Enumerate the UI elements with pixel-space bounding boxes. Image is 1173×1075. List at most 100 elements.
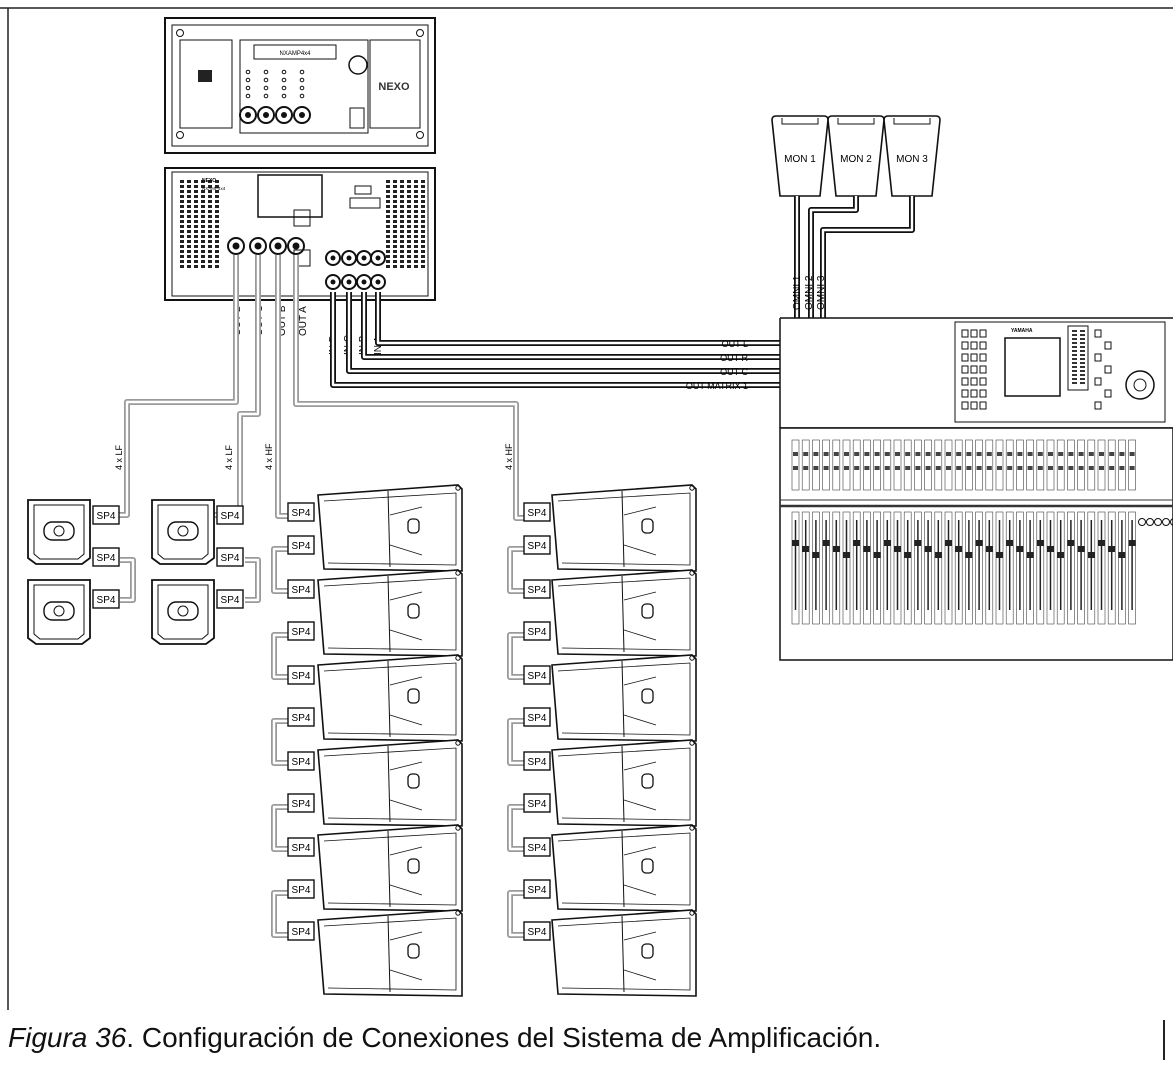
line-array-cabinet: [552, 910, 696, 996]
vent-slot: [194, 225, 198, 228]
meter-segment: [1072, 334, 1077, 336]
vent-slot: [187, 245, 191, 248]
channel-button: [834, 466, 839, 470]
sp4-connector: SP4: [217, 506, 243, 524]
vent-slot: [208, 205, 212, 208]
fader-cap: [1098, 540, 1105, 546]
vent-slot: [414, 235, 418, 238]
speakon-center: [293, 243, 300, 250]
channel-button: [875, 452, 880, 456]
channel-button: [936, 452, 941, 456]
vent-slot: [187, 220, 191, 223]
vent-slot: [180, 185, 184, 188]
vent-slot: [208, 210, 212, 213]
meter-segment: [1080, 366, 1085, 368]
vent-slot: [187, 195, 191, 198]
meter-segment: [1072, 342, 1077, 344]
sub-link-mid: [245, 560, 258, 600]
channel-button: [946, 452, 951, 456]
vent-slot: [208, 260, 212, 263]
sp4-label: SP4: [97, 553, 116, 564]
console-button: [962, 390, 968, 397]
vent-slot: [208, 195, 212, 198]
channel-button: [977, 452, 982, 456]
vent-slot: [407, 250, 411, 253]
vent-slot: [208, 265, 212, 268]
vent-slot: [201, 235, 205, 238]
sub-link-left: [120, 560, 133, 600]
channel-button: [1028, 452, 1033, 456]
vent-slot: [393, 240, 397, 243]
sp4-connector: SP4: [93, 506, 119, 524]
fader-cap: [1006, 540, 1013, 546]
sp4-label: SP4: [221, 595, 240, 606]
sp4-label: SP4: [528, 508, 547, 519]
console-button: [1095, 378, 1101, 385]
vent-slot: [407, 190, 411, 193]
vent-slot: [194, 250, 198, 253]
array-link-cable: [274, 549, 288, 591]
vent-slot: [194, 180, 198, 183]
fader-cap: [986, 546, 993, 552]
console-button: [971, 342, 977, 349]
channel-button: [946, 466, 951, 470]
vent-slot: [414, 230, 418, 233]
console-button: [980, 378, 986, 385]
channel-button: [875, 466, 880, 470]
sp4-connector: SP4: [524, 838, 550, 856]
vent-slot: [208, 235, 212, 238]
meter-segment: [1080, 334, 1085, 336]
meter-segment: [1080, 362, 1085, 364]
channel-button: [956, 452, 961, 456]
fader-cap: [996, 552, 1003, 558]
vent-slot: [393, 265, 397, 268]
line-array-cabinet: [318, 740, 462, 826]
sp4-connector: SP4: [93, 590, 119, 608]
vent-slot: [386, 180, 390, 183]
sp4-label: SP4: [528, 799, 547, 810]
sp4-label: SP4: [292, 757, 311, 768]
fader-cap: [945, 540, 952, 546]
console-button: [1105, 390, 1111, 397]
sp4-label: SP4: [221, 553, 240, 564]
console-meter: [1072, 330, 1085, 384]
sp4-label: SP4: [292, 671, 311, 682]
vent-slot: [201, 220, 205, 223]
console-button: [1095, 354, 1101, 361]
controller-output-knob-center: [263, 112, 269, 118]
channel-button: [1099, 452, 1104, 456]
sp4-label: SP4: [528, 627, 547, 638]
vent-slot: [414, 205, 418, 208]
xlr-center: [347, 280, 352, 285]
channel-button: [905, 452, 910, 456]
vent-slot: [407, 215, 411, 218]
channel-button: [803, 466, 808, 470]
vent-slot: [180, 255, 184, 258]
vent-slot: [407, 220, 411, 223]
console-button: [971, 390, 977, 397]
vent-slot: [208, 255, 212, 258]
meter-segment: [1080, 378, 1085, 380]
vent-slot: [414, 185, 418, 188]
sp4-label: SP4: [292, 843, 311, 854]
vent-slot: [393, 190, 397, 193]
line-array-cabinet: [318, 570, 462, 656]
console-button: [1095, 330, 1101, 337]
subwoofer: [28, 580, 90, 644]
sp4-connector: SP4: [288, 536, 314, 554]
xlr-center: [376, 256, 381, 261]
vent-slot: [400, 185, 404, 188]
vent-slot: [393, 245, 397, 248]
vent-slot: [180, 245, 184, 248]
vent-slot: [421, 200, 425, 203]
vent-slot: [201, 260, 205, 263]
vent-slot: [194, 265, 198, 268]
vent-slot: [400, 215, 404, 218]
vent-slot: [407, 210, 411, 213]
xlr-center: [362, 256, 367, 261]
channel-button: [1089, 452, 1094, 456]
vent-slot: [194, 205, 198, 208]
omni-cable-3: [823, 196, 912, 318]
sp4-label: SP4: [528, 585, 547, 596]
